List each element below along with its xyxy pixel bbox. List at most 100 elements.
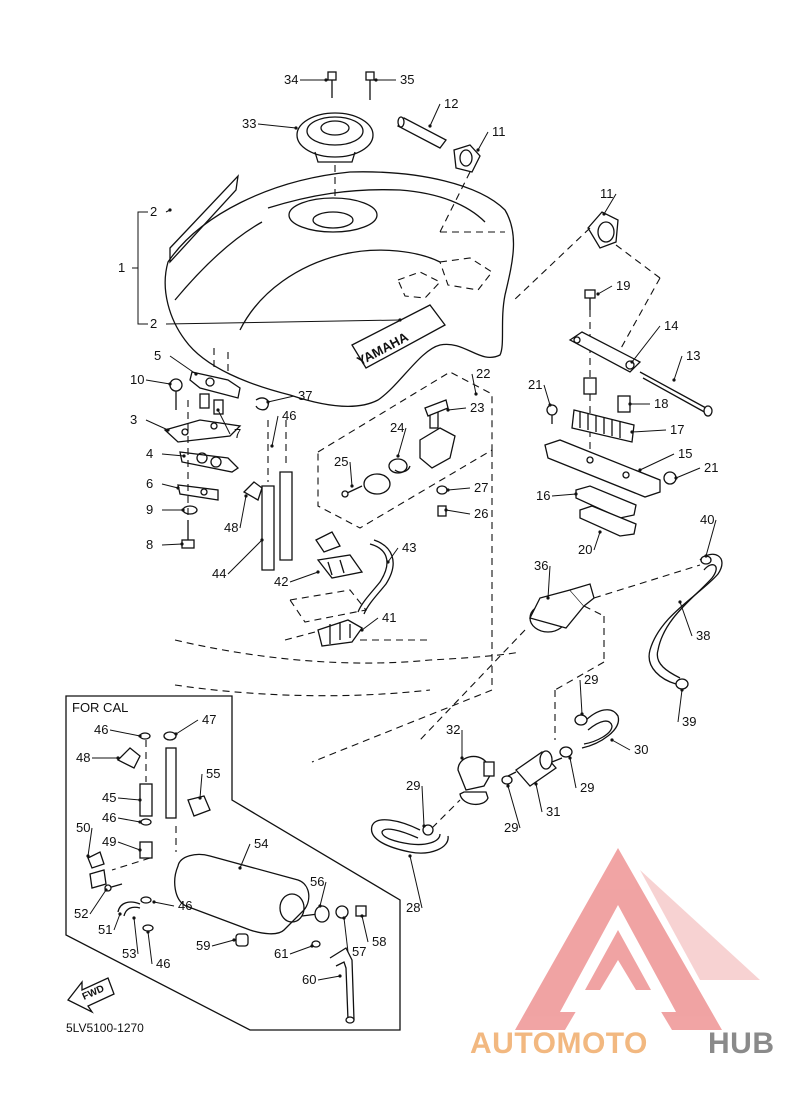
callout-label-20: 20 <box>578 542 592 557</box>
leader-line-20 <box>593 531 601 551</box>
callout-label-29b: 29 <box>580 780 594 795</box>
leader-line-29d <box>421 785 425 827</box>
leader-line-14 <box>631 325 661 363</box>
leader-arrow-40 <box>704 554 708 558</box>
clamp-39 <box>675 678 689 690</box>
callout-label-46c: 46 <box>102 810 116 825</box>
fuel-tank: YAMAHA <box>164 171 515 407</box>
leader-line-60 <box>317 975 341 981</box>
leader-arrow-23 <box>446 408 450 412</box>
leader-line-28 <box>409 855 423 909</box>
callout-label-10: 10 <box>130 372 144 387</box>
leader-line-24 <box>397 427 407 457</box>
hose-30 <box>581 709 619 749</box>
callout-label-18: 18 <box>654 396 668 411</box>
leader-arrow-15 <box>638 468 642 472</box>
callout-label-4: 4 <box>146 446 153 461</box>
leader-line-47 <box>175 719 199 735</box>
callout-label-61: 61 <box>274 946 288 961</box>
leader-arrow-11a <box>476 148 480 152</box>
leader-arrow-53 <box>132 916 136 920</box>
callout-label-6: 6 <box>146 476 153 491</box>
leader-line-33 <box>257 123 297 129</box>
callout-label-30: 30 <box>634 742 648 757</box>
callout-label-52: 52 <box>74 906 88 921</box>
leader-line-46e <box>147 931 153 965</box>
washer-9 <box>182 505 198 515</box>
leader-line-46c <box>117 817 141 823</box>
leader-arrow-20 <box>598 530 602 534</box>
leader-arrow-3 <box>166 428 170 432</box>
callout-label-51: 51 <box>98 922 112 937</box>
leader-line-29a <box>579 679 583 715</box>
leader-line-4 <box>161 453 185 457</box>
leader-arrow-27 <box>446 488 450 492</box>
leader-arrow-52 <box>104 888 108 892</box>
damper-42 <box>316 554 364 579</box>
washer-27 <box>436 485 448 495</box>
leader-line-15 <box>639 453 675 471</box>
callout-label-31: 31 <box>546 804 560 819</box>
callout-label-3: 3 <box>130 412 137 427</box>
callout-label-37: 37 <box>298 388 312 403</box>
collar-7 <box>199 393 224 415</box>
leader-arrow-34 <box>324 78 328 82</box>
leader-arrow-48a <box>244 494 248 498</box>
callout-label-29a: 29 <box>584 672 598 687</box>
bolt-19 <box>584 289 596 310</box>
leader-arrow-41 <box>360 628 364 632</box>
leader-arrow-60 <box>338 974 342 978</box>
diagram-code: 5LV5100-1270 <box>66 1021 144 1035</box>
leader-arrow-16 <box>574 492 578 496</box>
hose-38 <box>648 553 723 685</box>
fuel-cap <box>296 112 374 200</box>
bracket-50 <box>87 851 107 889</box>
hose-28 <box>371 819 449 854</box>
leader-line-19 <box>597 285 613 295</box>
leader-line-49 <box>117 841 141 851</box>
leader-arrow-31 <box>534 782 538 786</box>
callout-label-48b: 48 <box>76 750 90 765</box>
leader-line-31 <box>535 783 543 813</box>
leader-arrow-13 <box>672 378 676 382</box>
damper-17 <box>571 409 635 443</box>
callout-label-34: 34 <box>284 72 298 87</box>
collar-18 <box>583 377 631 413</box>
callout-label-2b: 2 <box>150 316 157 331</box>
bracket-3 <box>163 419 242 443</box>
fuel-filter-36 <box>529 583 595 633</box>
leader-arrow-28 <box>408 854 412 858</box>
callout-label-28: 28 <box>406 900 420 915</box>
callout-label-24: 24 <box>390 420 404 435</box>
leader-line-38 <box>679 601 693 637</box>
leader-arrow-48b <box>116 756 120 760</box>
callout-label-59: 59 <box>196 938 210 953</box>
leader-line-13 <box>673 355 683 381</box>
callout-label-57: 57 <box>352 944 366 959</box>
bolt-13 <box>639 371 713 417</box>
clamp-48 <box>242 481 263 501</box>
hose-44 <box>261 471 293 571</box>
leader-arrow-46a <box>270 444 274 448</box>
callout-label-2a: 2 <box>150 204 157 219</box>
leader-line-44 <box>227 539 263 575</box>
nut-57 <box>335 905 349 919</box>
leader-line-50 <box>87 827 93 857</box>
leader-line-2b <box>165 319 401 325</box>
callout-label-8: 8 <box>146 537 153 552</box>
hose-60 <box>329 947 355 1024</box>
callout-label-54: 54 <box>254 836 268 851</box>
clip-37 <box>255 397 269 411</box>
leader-arrow-26 <box>444 508 448 512</box>
callout-label-27: 27 <box>474 480 488 495</box>
callout-label-15: 15 <box>678 446 692 461</box>
callout-label-29d: 29 <box>406 778 420 793</box>
tab-5 <box>189 371 241 399</box>
leader-arrow-43 <box>386 560 390 564</box>
leader-arrow-2a <box>168 208 172 212</box>
bracket-42b <box>315 531 341 553</box>
damper-11-top <box>453 144 481 173</box>
clamp-29d <box>422 824 434 836</box>
leader-arrow-57 <box>342 916 346 920</box>
leader-line-45 <box>117 797 141 801</box>
